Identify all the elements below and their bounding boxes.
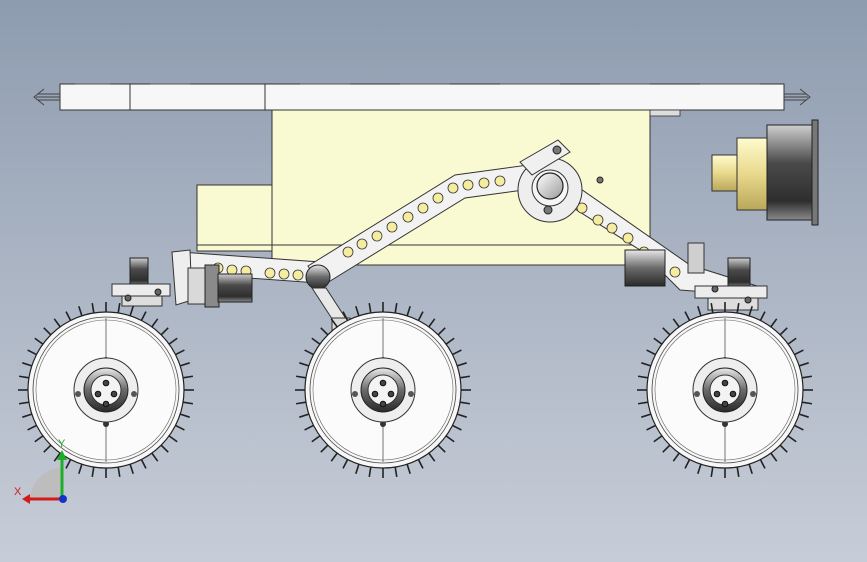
wheels-group[interactable] [18,302,813,478]
z-axis-icon [59,495,67,503]
wheel-grousers [637,302,813,478]
double-arrow-left-icon[interactable] [33,88,60,106]
double-arrow-right-icon[interactable] [784,88,811,106]
wheel-grousers [295,302,471,478]
y-axis-label: Y [58,438,66,450]
front-steering-motor[interactable] [624,242,768,311]
rear-bogie-pivot[interactable] [305,264,351,331]
rear-electronics-box[interactable] [196,184,276,252]
middle-wheel[interactable] [295,302,471,478]
rear-wheel[interactable] [18,302,194,478]
rear-steering-motor[interactable] [111,249,253,308]
front-wheel[interactable] [637,302,813,478]
wheel-grousers [18,302,194,478]
coordinate-triad [22,450,67,504]
x-axis-label: X [14,486,22,498]
central-pivot[interactable] [517,139,604,223]
front-camera-mast[interactable] [711,119,819,226]
